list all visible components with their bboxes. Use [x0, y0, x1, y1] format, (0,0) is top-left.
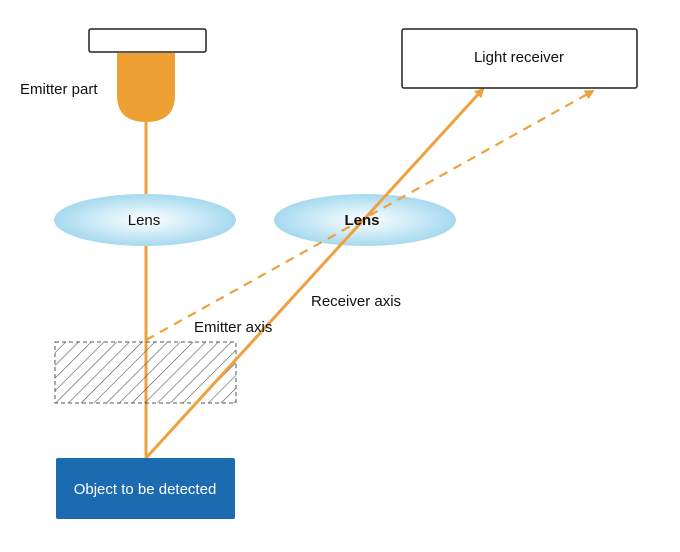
object-box — [56, 458, 235, 519]
emitter-part-label: Emitter part — [20, 81, 98, 98]
emitter-axis-label: Emitter axis — [194, 319, 272, 336]
receiver-axis-label: Receiver axis — [311, 293, 401, 310]
hatched-region — [54, 341, 237, 404]
lens-left-label: Lens — [128, 212, 161, 229]
light-receiver-label: Light receiver — [474, 49, 564, 66]
dashed-beam — [145, 90, 595, 341]
light-receiver-box — [401, 28, 638, 89]
lens-left — [54, 194, 236, 246]
reflected-beam — [144, 87, 485, 460]
emitter-body — [117, 53, 175, 122]
lens-right-label: Lens — [344, 212, 379, 229]
emitter-mount — [88, 28, 207, 53]
object-label: Object to be detected — [74, 481, 217, 498]
